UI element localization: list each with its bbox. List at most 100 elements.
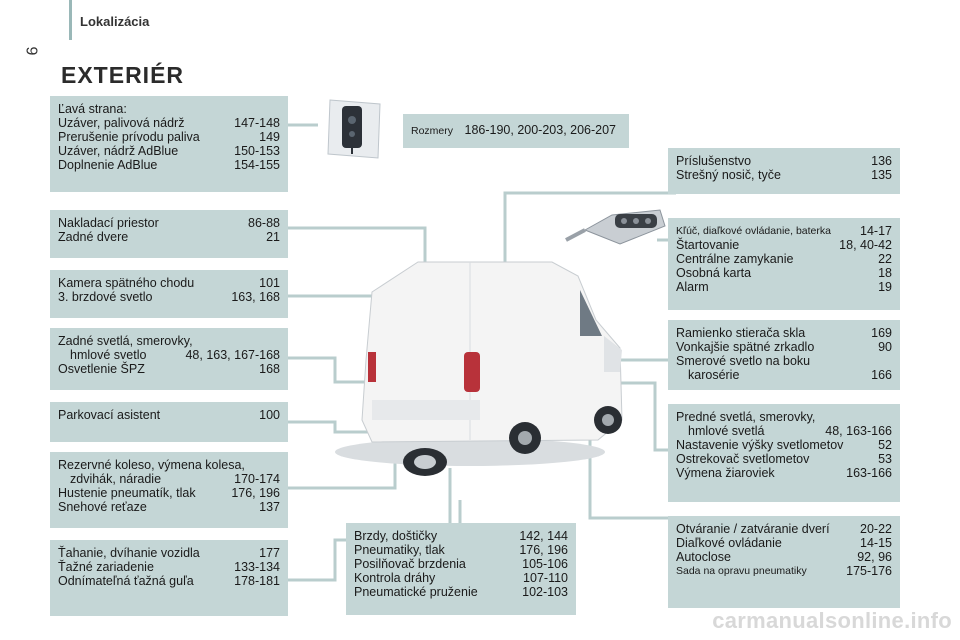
row-label: Zadné dvere [58,230,129,244]
row-label: Centrálne zamykanie [676,252,794,266]
reference-row: Príslušenstvo 136 [676,154,892,168]
dimensions-label: Rozmery [411,125,454,137]
connector-headlights [620,381,676,452]
row-label: Doplnenie AdBlue [58,158,158,172]
row-page-ref: 20-22 [860,522,892,536]
row-page-ref: 163, 168 [231,290,280,304]
page-title: EXTERIÉR [61,62,185,88]
reference-row: Autoclose 92, 96 [676,550,892,564]
row-label: Snehové reťaze [58,500,147,514]
row-page-ref: 14-15 [860,536,892,550]
row-page-ref: 22 [878,252,892,266]
row-page-ref: 18 [878,266,892,280]
row-page-ref: 100 [259,408,280,422]
reference-row: Pneumatické pruženie 102-103 [354,585,568,599]
row-label: Ťahanie, dvíhanie vozidla [58,546,200,560]
row-label: Autoclose [676,550,731,564]
row-page-ref: 169 [871,326,892,340]
row-label: Vonkajšie spätné zrkadlo [676,340,815,354]
row-page-ref: 90 [878,340,892,354]
dimensions-refs: 186-190, 200-203, 206-207 [464,123,617,137]
row-label: hmlové svetlá [688,424,765,438]
reference-row: Snehové reťaze 137 [58,500,280,514]
row-page-ref: 21 [266,230,280,244]
row-label: Pneumatické pruženie [354,585,478,599]
row-page-ref: 19 [878,280,892,294]
row-label: Smerové svetlo na boku [676,354,811,368]
row-page-ref: 52 [878,438,892,452]
row-label: Pneumatiky, tlak [354,543,445,557]
row-label: Kamera spätného chodu [58,276,195,290]
row-page-ref: 53 [878,452,892,466]
row-page-ref: 170-174 [234,472,280,486]
row-label: 3. brzdové svetlo [58,290,153,304]
row-page-ref: 105-106 [522,557,568,571]
reference-row: Ostrekovač svetlometov 53 [676,452,892,466]
row-label: Štartovanie [676,238,740,252]
row-page-ref: 92, 96 [857,550,892,564]
reference-row: Nastavenie výšky svetlometov 52 [676,438,892,452]
row-page-ref: 137 [259,500,280,514]
row-label: zdvihák, náradie [70,472,162,486]
row-page-ref: 178-181 [234,574,280,588]
key-image [565,209,666,245]
row-page-ref: 107-110 [523,571,568,585]
box-heading: Predné svetlá, smerovky, [676,410,816,424]
reference-row: Centrálne zamykanie 22 [676,252,892,266]
reference-row: Osobná karta 18 [676,266,892,280]
box-heading: Ľavá strana: [58,102,127,116]
row-page-ref: 150-153 [234,144,280,158]
row-label: hmlové svetlo [70,348,147,362]
row-page-ref: 136 [871,154,892,168]
row-label: Príslušenstvo [676,154,752,168]
row-label: Nastavenie výšky svetlometov [676,438,844,452]
box-heading: Rezervné koleso, výmena kolesa, [58,458,245,472]
row-page-ref: 142, 144 [519,529,568,543]
row-page-ref: 102-103 [522,585,568,599]
left-info-box: Rezervné koleso, výmena kolesa,zdvihák, … [50,452,288,528]
van-image [335,261,623,476]
side-bar-accent [69,0,72,40]
watermark: carmanualsonline.info [712,608,952,633]
row-page-ref: 14-17 [860,224,892,238]
reference-row: Strešný nosič, tyče 135 [676,168,892,182]
row-label: Ostrekovač svetlometov [676,452,810,466]
row-label: Strešný nosič, tyče [676,168,781,182]
connector-park-assist [288,420,368,434]
row-page-ref: 86-88 [248,216,280,230]
row-label: Osobná karta [676,266,752,280]
reference-row: Smerové svetlo na boku [676,354,892,368]
row-page-ref: 135 [871,168,892,182]
fuel-cap-image [318,96,384,160]
row-page-ref: 147-148 [234,116,280,130]
row-label: Osvetlenie ŠPZ [58,362,145,376]
